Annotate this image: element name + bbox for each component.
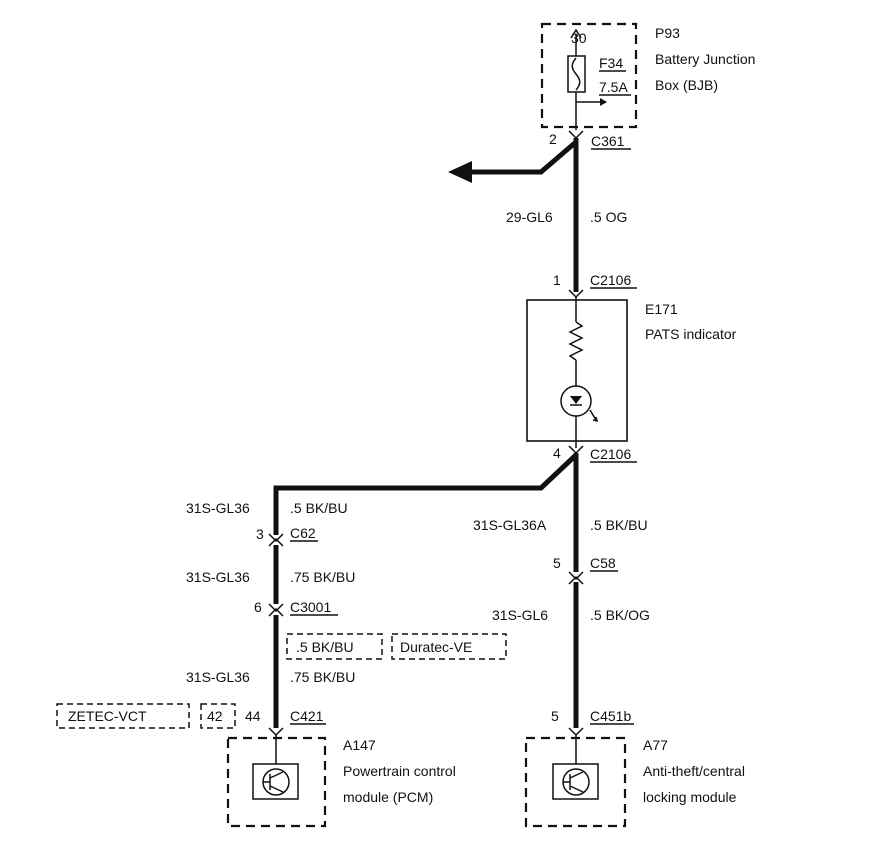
a77-ref-label: A77: [643, 737, 668, 753]
c361-connector-icon: [568, 130, 584, 140]
c3001-pin-label: 6: [254, 599, 262, 615]
c361-connector-label: C361: [591, 133, 625, 149]
a77-name-line2: locking module: [643, 789, 737, 805]
e171-bottom-pin-label: 4: [553, 445, 561, 461]
a147-name-line1: Powertrain control: [343, 763, 456, 779]
left-w1-spec-label: .5 BK/BU: [290, 500, 348, 516]
wire-31s-gl36-left: [273, 453, 578, 535]
e171-top-pin-label: 1: [553, 272, 561, 288]
p93-battery-junction-box: 30 F34 7.5A: [540, 22, 638, 130]
a147-name-line2: module (PCM): [343, 789, 433, 805]
alt-spec-label: .5 BK/BU: [296, 639, 354, 655]
p93-dashed-outline: [540, 22, 638, 129]
c451b-pin-label: 5: [551, 708, 559, 724]
c58-pin-label: 5: [553, 555, 561, 571]
fuse-rating-label: 7.5A: [599, 79, 628, 95]
p93-name-line2: Box (BJB): [655, 77, 718, 93]
right-w1-circuit-label: 31S-GL36A: [473, 517, 547, 533]
left-w3-spec-label: .75 BK/BU: [290, 669, 355, 685]
right-w2-spec-label: .5 BK/OG: [590, 607, 650, 623]
branch-arrow-icon: [448, 161, 472, 183]
duratec-label: Duratec-VE: [400, 639, 472, 655]
p93-name-line1: Battery Junction: [655, 51, 755, 67]
right-w1-spec-label: .5 BK/BU: [590, 517, 648, 533]
a147-ref-label: A147: [343, 737, 376, 753]
c62-connector-icon: [268, 533, 284, 543]
c421-connector-label: C421: [290, 708, 324, 724]
e171-outline: [526, 299, 628, 442]
wire-top-circuit-label: 29-GL6: [506, 209, 553, 225]
p93-terminal-label: 30: [571, 30, 587, 46]
e171-top-connector-label: C2106: [590, 272, 631, 288]
c62-connector-label: C62: [290, 525, 316, 541]
left-w2-spec-label: .75 BK/BU: [290, 569, 355, 585]
zetec-label: ZETEC-VCT: [68, 708, 147, 724]
c451b-connector-icon: [568, 727, 584, 737]
c421-connector-icon: [268, 727, 284, 737]
duratec-dashed-box: [391, 633, 507, 660]
c3001-connector-label: C3001: [290, 599, 331, 615]
e171-pats-indicator: [526, 297, 628, 448]
c361-pin-label: 2: [549, 131, 557, 147]
right-w2-circuit-label: 31S-GL6: [492, 607, 548, 623]
fuse-label: F34: [599, 55, 623, 71]
a77-name-line1: Anti-theft/central: [643, 763, 745, 779]
wire-branch-left: [465, 140, 578, 175]
p93-ref-label: P93: [655, 25, 680, 41]
c421-pin-label: 44: [245, 708, 261, 724]
c451b-connector-label: C451b: [590, 708, 631, 724]
wire-top-spec-label: .5 OG: [590, 209, 627, 225]
left-w3-circuit-label: 31S-GL36: [186, 669, 250, 685]
c58-connector-label: C58: [590, 555, 616, 571]
c58-connector-icon: [568, 571, 584, 581]
zetec-pin-dashed-box: [200, 703, 236, 729]
left-w2-circuit-label: 31S-GL36: [186, 569, 250, 585]
e171-name-label: PATS indicator: [645, 326, 737, 342]
e171-bottom-connector-label: C2106: [590, 446, 631, 462]
resistor-icon: [568, 321, 584, 361]
c62-pin-label: 3: [256, 526, 264, 542]
zetec-dashed-box: [56, 703, 190, 729]
zetec-pin-label: 42: [207, 708, 223, 724]
e171-ref-label: E171: [645, 301, 678, 317]
left-w1-circuit-label: 31S-GL36: [186, 500, 250, 516]
c3001-connector-icon: [268, 603, 284, 613]
a77-antitheft-module: [524, 735, 627, 828]
a147-pcm-module: [226, 735, 327, 828]
